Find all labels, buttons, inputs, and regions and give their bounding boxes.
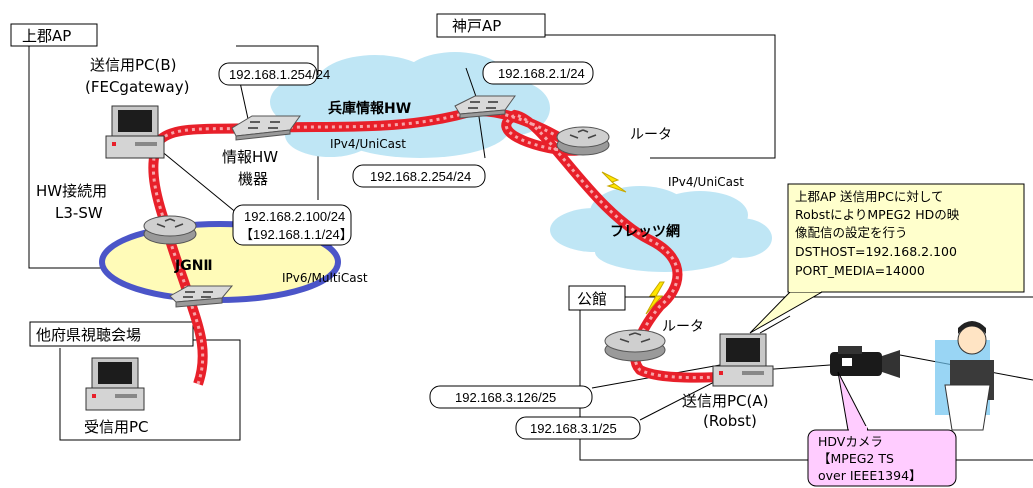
receiver-label: 受信用PC — [84, 418, 149, 436]
svg-text:192.168.3.1/25: 192.168.3.1/25 — [530, 421, 617, 436]
router-kobe-label: ルータ — [630, 127, 672, 143]
svg-text:DSTHOST=192.168.2.100: DSTHOST=192.168.2.100 — [795, 244, 957, 259]
protocol-label: IPv4/UniCast — [330, 137, 406, 151]
svg-text:HDVカメラ: HDVカメラ — [818, 434, 883, 449]
address-label: 192.168.1.254/24 — [218, 62, 330, 86]
lightning-icon — [645, 281, 665, 315]
sender-a-label: 送信用PC(A) — [682, 392, 769, 410]
svg-text:上郡AP 送信用PCに対して: 上郡AP 送信用PCに対して — [795, 189, 943, 204]
address-label: 192.168.3.1/25 — [515, 416, 641, 440]
site-label-kominkan: 公館 — [568, 285, 626, 311]
hw-device-label: 情報HW — [222, 148, 278, 166]
flets-label: フレッツ網 — [610, 223, 680, 240]
l3sw-label-sub: L3-SW — [55, 204, 103, 222]
site-label-kamigori: 上郡AP — [10, 23, 98, 47]
computer-icon — [85, 357, 145, 411]
svg-text:over IEEE1394】: over IEEE1394】 — [818, 468, 922, 483]
router-icon — [556, 126, 610, 156]
svg-text:192.168.2.1/24: 192.168.2.1/24 — [498, 66, 585, 81]
hw-device-label-sub: 機器 — [238, 170, 268, 188]
presenter-icon — [935, 321, 994, 431]
svg-text:RobstによりMPEG2 HDの映: RobstによりMPEG2 HDの映 — [795, 207, 960, 222]
svg-text:【192.168.1.1/24】: 【192.168.1.1/24】 — [240, 227, 353, 242]
protocol-label: IPv4/UniCast — [668, 175, 744, 189]
computer-icon — [712, 333, 774, 387]
address-label: 192.168.2.254/24 — [352, 164, 486, 188]
svg-text:他府県視聴会場: 他府県視聴会場 — [36, 326, 141, 344]
protocol-label: IPv6/MultiCast — [282, 271, 368, 285]
camera-callout: HDVカメラ 【MPEG2 TS over IEEE1394】 — [807, 371, 957, 487]
computer-icon — [105, 105, 165, 159]
svg-text:192.168.1.254/24: 192.168.1.254/24 — [229, 67, 330, 82]
svg-text:【MPEG2 TS: 【MPEG2 TS — [818, 451, 894, 466]
svg-text:神戸AP: 神戸AP — [452, 17, 501, 35]
site-kobe-enclosure — [545, 34, 776, 159]
switch-icon — [454, 95, 516, 119]
site-label-kobe: 神戸AP — [436, 13, 546, 38]
svg-text:PORT_MEDIA=14000: PORT_MEDIA=14000 — [795, 263, 925, 278]
switch-icon — [231, 115, 301, 141]
svg-text:192.168.2.254/24: 192.168.2.254/24 — [370, 169, 471, 184]
address-label: 192.168.2.1/24 — [482, 61, 594, 85]
address-label: 192.168.2.100/24 【192.168.1.1/24】 — [232, 204, 353, 246]
svg-text:公館: 公館 — [577, 290, 607, 308]
jgn2-label: JGNⅡ — [174, 258, 213, 274]
address-label: 192.168.3.126/25 — [429, 385, 593, 409]
video-camera-icon — [830, 346, 900, 378]
svg-text:像配信の設定を行う: 像配信の設定を行う — [795, 225, 908, 240]
sender-b-label-sub: (FECgateway) — [85, 78, 189, 96]
sender-a-label-sub: (Robst) — [703, 412, 757, 430]
hyogo-hw-label: 兵庫情報HW — [328, 100, 411, 117]
router-icon — [604, 329, 666, 362]
site-other-pref-enclosure — [59, 339, 241, 441]
site-label-other-pref: 他府県視聴会場 — [29, 321, 194, 347]
svg-text:上郡AP: 上郡AP — [22, 27, 71, 45]
svg-text:192.168.2.100/24: 192.168.2.100/24 — [244, 209, 345, 224]
router-kominkan-label: ルータ — [662, 319, 704, 335]
switch-icon — [169, 285, 234, 308]
sender-b-label: 送信用PC(B) — [90, 56, 177, 74]
svg-text:192.168.3.126/25: 192.168.3.126/25 — [455, 390, 556, 405]
l3sw-label: HW接続用 — [36, 182, 107, 200]
lightning-icon — [601, 171, 627, 193]
config-note-callout: 上郡AP 送信用PCに対して RobstによりMPEG2 HDの映 像配信の設定… — [749, 183, 1025, 334]
router-icon — [143, 215, 197, 245]
